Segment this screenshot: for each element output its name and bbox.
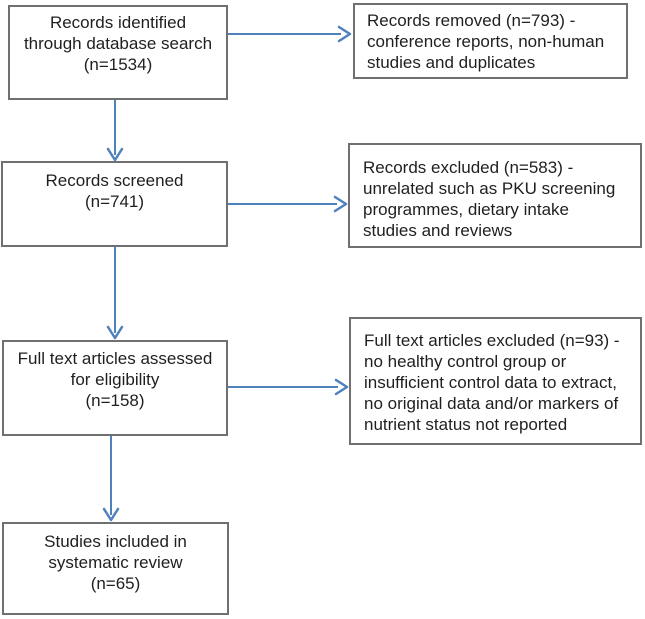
box-records-excluded: Records excluded (n=583) - unrelated suc…: [348, 143, 642, 248]
arrow-fulltext-assessed-to-fulltext-excluded: [228, 378, 349, 396]
box-text-line: Full text articles excluded (n=93) -: [364, 331, 620, 350]
box-text-line: conference reports, non-human: [367, 32, 605, 51]
box-text-line: Records screened: [45, 171, 184, 190]
box-studies-included: Studies included in systematic review (n…: [2, 522, 229, 615]
box-text-line: programmes, dietary intake: [363, 200, 569, 219]
box-text-line: Records removed (n=793) -: [367, 11, 576, 30]
box-text-line: (n=65): [90, 574, 141, 593]
box-text-line: (n=1534): [83, 55, 153, 74]
box-text-line: insufficient control data to extract,: [364, 373, 617, 392]
box-records-identified: Records identified through database sear…: [8, 5, 228, 100]
box-text-line: Studies included in: [44, 532, 187, 551]
box-text-line: no original data and/or markers of: [364, 394, 619, 413]
box-text-line: through database search: [23, 34, 213, 53]
arrow-fulltext-assessed-to-included: [102, 436, 120, 522]
box-text-line: studies and reviews: [363, 221, 513, 240]
box-fulltext-assessed: Full text articles assessed for eligibil…: [2, 340, 228, 436]
box-text-line: (n=158): [85, 391, 145, 410]
box-text-line: systematic review: [48, 553, 183, 572]
box-fulltext-excluded: Full text articles excluded (n=93) - no …: [349, 317, 642, 445]
box-text-line: unrelated such as PKU screening: [363, 179, 616, 198]
box-text-line: no healthy control group or: [364, 352, 567, 371]
box-records-screened: Records screened (n=741): [1, 161, 228, 247]
arrow-screened-to-excluded: [228, 195, 348, 213]
box-records-removed: Records removed (n=793) - conference rep…: [353, 3, 628, 79]
arrow-screened-to-fulltext-assessed: [106, 247, 124, 340]
box-text-line: Full text articles assessed: [17, 349, 213, 368]
arrow-identified-to-removed: [228, 25, 352, 43]
box-text-line: for eligibility: [70, 370, 160, 389]
box-text-line: studies and duplicates: [367, 53, 536, 72]
box-text-line: (n=741): [84, 192, 145, 211]
arrow-identified-to-screened: [106, 100, 124, 162]
box-text-line: Records excluded (n=583) -: [363, 158, 574, 177]
box-text-line: nutrient status not reported: [364, 415, 568, 434]
box-text-line: Records identified: [49, 13, 187, 32]
